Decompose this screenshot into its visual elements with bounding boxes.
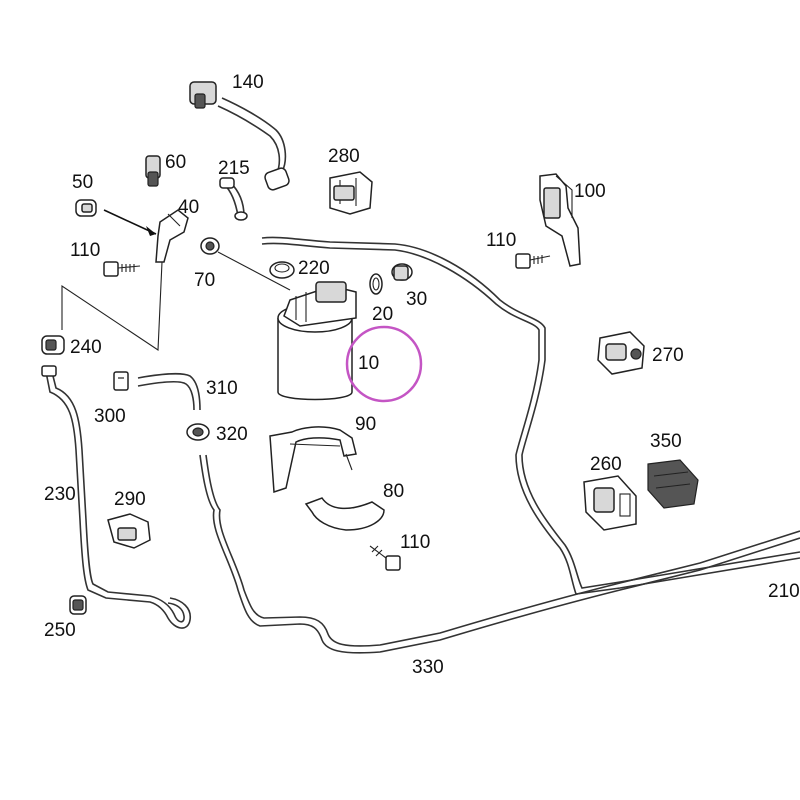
part-290-holder (107, 513, 151, 549)
callout-140[interactable]: 140 (232, 72, 264, 93)
part-260-connector (583, 475, 637, 531)
part-10-fuel-filter (277, 281, 357, 401)
callout-10[interactable]: 10 (358, 353, 379, 374)
callout-250[interactable]: 250 (44, 620, 76, 641)
callout-60[interactable]: 60 (165, 152, 186, 173)
part-90-bracket (269, 426, 357, 494)
callout-50[interactable]: 50 (72, 172, 93, 193)
callout-310[interactable]: 310 (206, 378, 238, 399)
callout-215[interactable]: 215 (218, 158, 250, 179)
callout-350[interactable]: 350 (650, 431, 682, 452)
callout-300[interactable]: 300 (94, 406, 126, 427)
callout-260[interactable]: 260 (590, 454, 622, 475)
part-240-clip (41, 335, 65, 355)
part-60-sensor (145, 155, 161, 187)
callout-290[interactable]: 290 (114, 489, 146, 510)
callout-80[interactable]: 80 (383, 481, 404, 502)
callout-240[interactable]: 240 (70, 337, 102, 358)
callout-30[interactable]: 30 (406, 289, 427, 310)
fuel-line-230 (41, 365, 192, 629)
callout-330[interactable]: 330 (412, 657, 444, 678)
part-350-connector (647, 459, 699, 509)
part-100-bracket (539, 173, 581, 267)
part-140-hose (189, 81, 290, 191)
bolt-110-bottom (369, 545, 401, 571)
callout-110-left[interactable]: 110 (70, 240, 100, 261)
part-70-hose-end (200, 237, 291, 291)
part-20-seal-ring (369, 273, 383, 295)
callout-100[interactable]: 100 (574, 181, 606, 202)
callout-220[interactable]: 220 (298, 258, 330, 279)
callout-280[interactable]: 280 (328, 146, 360, 167)
bolt-110-left (103, 261, 141, 277)
part-40-connector (61, 209, 189, 351)
part-300-clip (113, 371, 129, 391)
callout-110-right[interactable]: 110 (486, 230, 516, 251)
part-215-hose (219, 177, 248, 221)
part-80-bracket (304, 497, 385, 531)
part-270-connector (597, 331, 645, 375)
callout-320[interactable]: 320 (216, 424, 248, 445)
highlight-ring (345, 325, 423, 403)
callout-40[interactable]: 40 (178, 197, 199, 218)
part-280-bracket (329, 171, 373, 215)
part-220-clamp (269, 261, 295, 279)
callout-210[interactable]: 210 (768, 581, 800, 602)
callout-70[interactable]: 70 (194, 270, 215, 291)
part-320-clamp (186, 423, 210, 441)
callout-110-bottom[interactable]: 110 (400, 532, 430, 553)
part-250-clip (69, 595, 87, 615)
part-50-clip (75, 199, 97, 217)
fuel-line-330 (199, 236, 800, 654)
part-30-plug (391, 263, 413, 281)
callout-230[interactable]: 230 (44, 484, 76, 505)
bolt-110-right (515, 253, 551, 269)
callout-270[interactable]: 270 (652, 345, 684, 366)
part-310-hose (137, 373, 201, 411)
callout-20[interactable]: 20 (372, 304, 393, 325)
callout-90[interactable]: 90 (355, 414, 376, 435)
